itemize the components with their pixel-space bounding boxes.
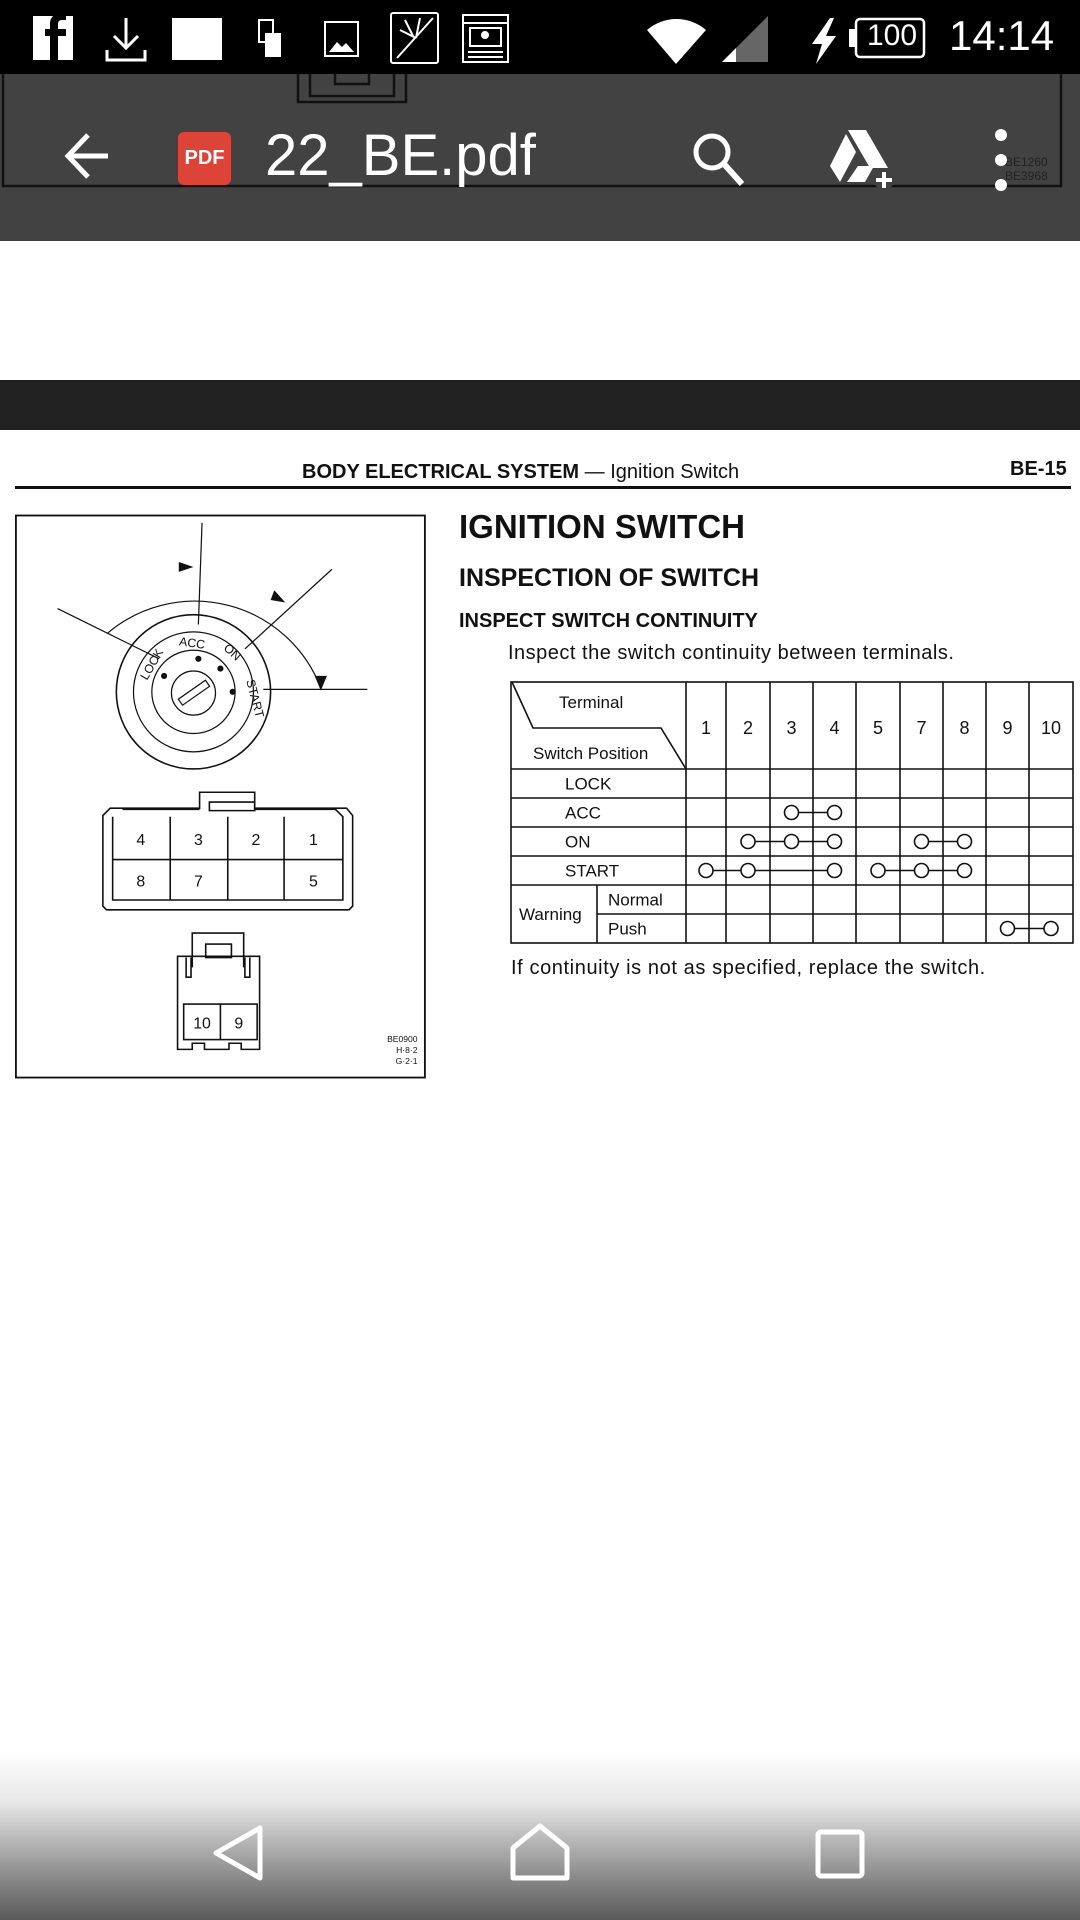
recents-button[interactable] [814,1828,868,1880]
terminal-number: 7 [916,718,926,738]
row-label: LOCK [565,775,612,794]
instruction-text: Inspect the switch continuity between te… [508,642,955,664]
connector-pin-label: 9 [234,1016,243,1033]
clock: 14:14 [949,12,1055,59]
figure-code: BE0900 [387,1034,418,1044]
battery-level: 100 [866,19,918,52]
navigation-bar [0,1750,1080,1920]
connector-pin-label: 1 [309,832,318,849]
terminal-number: 5 [873,718,883,738]
back-arrow-icon[interactable] [60,129,120,184]
terminal-number: 9 [1002,718,1012,738]
terminal-number: 2 [743,718,753,738]
continuity-node [956,833,973,850]
overflow-menu-icon[interactable] [990,126,1012,196]
warning-group-label: Warning [519,905,582,924]
running-header: BODY ELECTRICAL SYSTEM — Ignition Switch [302,461,739,484]
continuity-node [740,833,756,850]
search-icon[interactable] [690,130,750,190]
pdf-file-icon: PDF [178,132,231,185]
page-number: BE-15 [1010,458,1067,480]
terminal-number: 1 [701,718,711,738]
flash-news-icon [390,12,439,64]
ghost-page-content [1,74,1063,188]
connector-pin-label: 2 [251,832,260,849]
figure-frame [15,514,426,1079]
acc-position-label: ACC [178,634,206,651]
terminal-number: 10 [1041,718,1061,738]
continuity-node [956,862,973,879]
status-icons [33,12,926,65]
main-connector [102,791,354,911]
continuity-node [783,833,800,850]
download-icon [105,18,147,62]
cell-signal-icon [722,16,768,62]
connector-pin-label: 4 [136,832,145,849]
row-label: ON [565,833,591,852]
continuity-node [783,804,800,821]
table-frame [510,681,1074,944]
row-label: Push [608,920,647,939]
document-title: 22_BE.pdf [265,123,536,188]
continuity-node [826,862,843,879]
continuity-node [913,862,930,879]
header-dash: — [584,461,605,483]
facebook-icon [33,14,73,60]
section-subtitle: INSPECTION OF SWITCH [459,564,759,592]
header-subsection: Ignition Switch [610,461,740,483]
page-gap [0,241,1080,380]
connector-pin-label: 7 [194,874,203,891]
ghost-code: BE3968 [1005,169,1048,183]
continuity-node [1043,920,1059,937]
status-bar: 100 14:14 [0,0,1080,74]
figure-code: G·2·1 [396,1056,418,1066]
image-icon [324,21,359,57]
arrow-heads [161,562,327,695]
continuity-node [698,862,714,879]
continuity-node [999,920,1016,937]
switch-position-header: Switch Position [533,744,648,763]
continuity-node [870,862,886,879]
row-label: Normal [608,891,663,910]
terminal-number: 3 [786,718,796,738]
connector-pin-label: 5 [309,874,318,891]
section-title: IGNITION SWITCH [459,508,745,545]
continuity-node [913,833,930,850]
blank-square-icon [172,18,222,60]
newspaper-icon [462,14,509,63]
header-section: BODY ELECTRICAL SYSTEM [302,461,580,483]
continuity-node [826,833,843,850]
page-separator [0,380,1080,430]
back-button[interactable] [210,1824,270,1884]
row-label: ACC [565,804,601,823]
header-rule [15,486,1071,489]
terminal-number: 4 [829,718,839,738]
app-toolbar: BE1260 BE3968 PDF 22_BE.pdf [0,74,1080,241]
warning-connector [176,932,261,1051]
row-label: START [565,862,619,881]
connector-pin-label: 3 [194,832,203,849]
footer-note: If continuity is not as specified, repla… [511,957,986,979]
ghost-code: BE1260 [1005,155,1048,169]
figure-code: H·8·2 [396,1045,418,1055]
sim-toolkit-icon [258,19,281,57]
connector-pin-label: 10 [193,1016,211,1033]
charging-bolt-icon [812,18,836,64]
corner-diagonal [511,681,687,770]
step-heading: INSPECT SWITCH CONTINUITY [459,610,758,632]
home-button[interactable] [508,1822,572,1884]
terminal-header: Terminal [559,693,623,712]
add-to-drive-icon[interactable] [828,130,898,190]
continuity-node [740,862,756,879]
connector-pin-label: 8 [136,874,145,891]
continuity-node [826,804,843,821]
terminal-number: 8 [959,718,969,738]
wifi-icon [647,18,706,65]
